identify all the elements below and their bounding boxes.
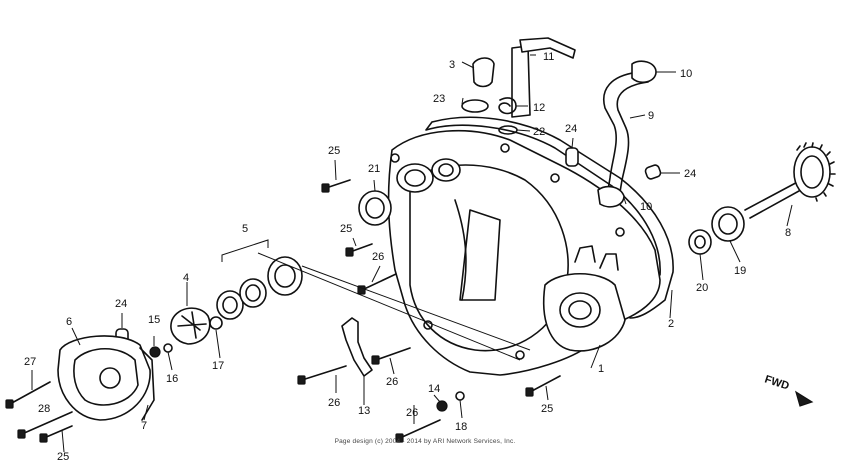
water-pump-shaft — [744, 142, 836, 219]
callout-21: 21 — [368, 163, 380, 175]
callout-13: 13 — [358, 405, 370, 417]
clutch-cover — [387, 129, 661, 376]
callout-28: 28 — [38, 403, 50, 415]
callout-24b: 24 — [684, 168, 696, 180]
callout-19: 19 — [734, 265, 746, 277]
callout-25a: 25 — [328, 145, 340, 157]
callout-25d: 25 — [57, 451, 69, 463]
callout-17: 17 — [212, 360, 224, 372]
callout-1: 1 — [598, 363, 604, 375]
pump-cover — [57, 335, 155, 421]
cover-gasket — [425, 116, 674, 319]
washer-18 — [455, 391, 465, 401]
drain-bolt-14 — [436, 400, 448, 412]
washer-16 — [163, 343, 173, 353]
arm-13 — [341, 317, 373, 377]
drain-bolt-15 — [149, 346, 161, 358]
callout-22: 22 — [533, 126, 545, 138]
callout-11: 11 — [543, 51, 554, 63]
callout-27: 27 — [24, 356, 36, 368]
callout-2: 2 — [668, 318, 674, 330]
callout-26c: 26 — [386, 376, 398, 388]
callout-25b: 25 — [340, 223, 352, 235]
dowel-pin — [644, 164, 662, 180]
callout-23: 23 — [433, 93, 445, 105]
callout-24c: 24 — [115, 298, 127, 310]
callout-14: 14 — [428, 383, 440, 395]
copyright-notice: Page design (c) 2004 - 2014 by ARI Netwo… — [334, 438, 516, 445]
water-hose — [597, 60, 657, 208]
dowel-pin — [565, 147, 579, 167]
callout-12: 12 — [533, 102, 545, 114]
callout-10a: 10 — [680, 68, 692, 80]
callout-numbers: 1 2 3 4 5 6 7 8 9 10 10 11 12 13 14 15 1… — [24, 51, 791, 463]
callout-26b: 26 — [328, 397, 340, 409]
seal-rings — [216, 256, 303, 320]
callout-24a: 24 — [565, 123, 577, 135]
callout-8: 8 — [785, 227, 791, 239]
kick-lever-assembly — [461, 37, 576, 135]
callout-4: 4 — [183, 272, 189, 284]
callout-5: 5 — [242, 223, 248, 235]
callout-26d: 26 — [406, 407, 418, 419]
callout-9: 9 — [648, 110, 654, 122]
impeller — [170, 307, 211, 345]
fwd-arrow: FWD — [763, 373, 814, 407]
leader-lines — [31, 54, 793, 453]
callout-20: 20 — [696, 282, 708, 294]
oil-seal-21 — [358, 190, 392, 226]
callout-16: 16 — [166, 373, 178, 385]
callout-3: 3 — [449, 59, 455, 71]
o-ring-17 — [209, 316, 223, 330]
callout-26a: 26 — [372, 251, 384, 263]
callout-25c: 25 — [541, 403, 553, 415]
callout-6: 6 — [66, 316, 72, 328]
bearing-20 — [688, 229, 712, 255]
callout-10b: 10 — [640, 201, 652, 213]
bolts — [5, 179, 561, 443]
callout-7: 7 — [141, 420, 147, 432]
fwd-label: FWD — [763, 373, 791, 392]
callout-18: 18 — [455, 421, 467, 433]
callout-15: 15 — [148, 314, 160, 326]
bearing-19 — [711, 206, 745, 242]
